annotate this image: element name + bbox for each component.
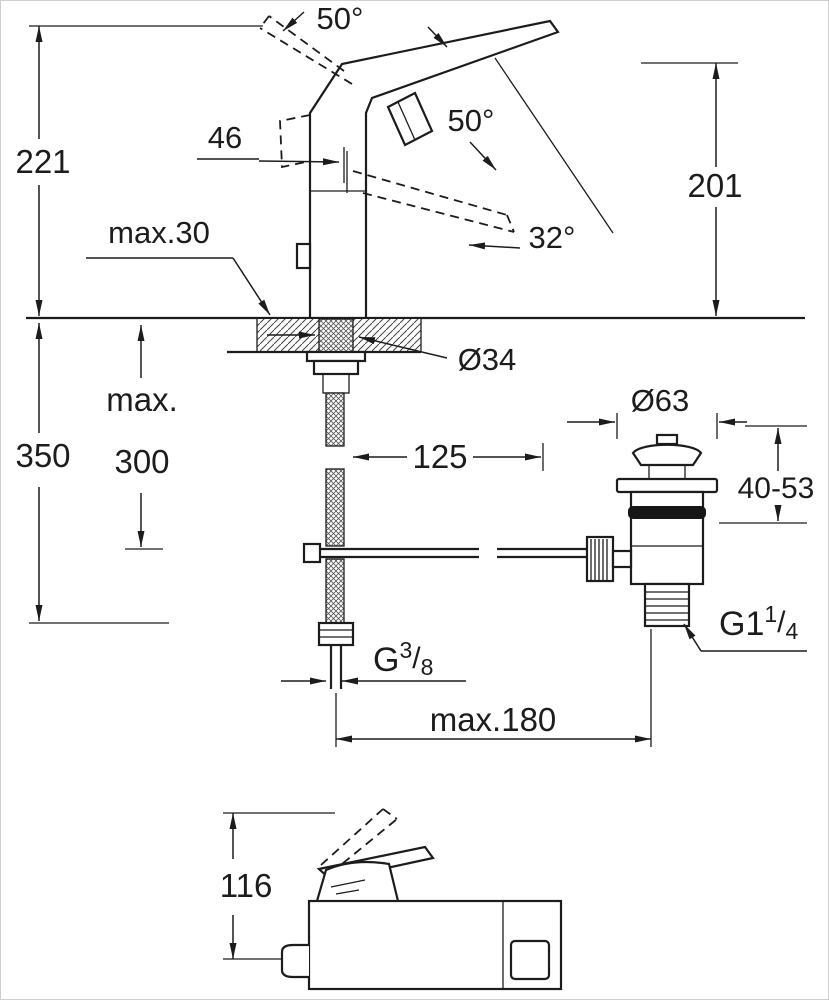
dimension-116-lines xyxy=(223,812,335,960)
main-view xyxy=(26,11,807,747)
label-mounting-hole: Ø34 xyxy=(458,342,517,377)
waste-body xyxy=(629,490,705,586)
pop-up-rod xyxy=(302,542,587,564)
label-below-deck-300: 300 xyxy=(114,443,169,480)
side-handle-dashed xyxy=(320,808,398,874)
handle-swing-dashed xyxy=(259,15,353,169)
waste-thread-tail xyxy=(643,582,691,628)
side-view xyxy=(223,808,563,991)
o-ring-seal xyxy=(628,506,706,519)
side-tab xyxy=(295,242,312,270)
label-max-drain-distance: max.180 xyxy=(430,701,557,738)
label-max-word: max. xyxy=(106,381,178,418)
faucet-outline xyxy=(308,19,560,319)
extension-diagonal xyxy=(494,57,614,234)
aerator-outlet xyxy=(386,91,434,147)
label-rod-reach: 125 xyxy=(412,438,467,475)
side-spout-window xyxy=(509,939,551,981)
hose-thread-end xyxy=(329,645,343,689)
label-height-above-deck: 221 xyxy=(15,143,70,180)
faucet-body xyxy=(295,19,560,319)
label-below-deck-total: 350 xyxy=(15,437,70,474)
label-handle-offset: 46 xyxy=(208,120,242,155)
label-waste-flange: Ø63 xyxy=(631,383,690,418)
spout-swivel-dashed xyxy=(352,170,515,233)
label-handle-swing-side: 50° xyxy=(448,103,495,138)
supply-hose-assembly xyxy=(302,318,587,689)
label-waste-thread: G11/4 xyxy=(719,601,799,644)
label-supply-thread: G3/8 xyxy=(373,637,433,680)
side-outlet-port xyxy=(280,943,309,979)
label-side-height: 116 xyxy=(220,867,273,904)
label-handle-swing-top: 50° xyxy=(317,1,364,36)
waste-flange xyxy=(615,477,719,494)
label-waste-deck-range: 40-53 xyxy=(738,472,815,505)
drain-assembly xyxy=(585,433,719,628)
dimension-lines xyxy=(29,11,807,747)
hose-fitting xyxy=(317,621,355,647)
plug-dome xyxy=(631,443,703,467)
label-spout-height: 201 xyxy=(687,167,742,204)
label-spout-swivel: 32° xyxy=(529,220,576,255)
label-max-deck-thickness: max.30 xyxy=(108,215,210,250)
plug-button xyxy=(655,433,679,446)
countertop-section xyxy=(26,316,805,354)
labels: 50° 46 221 max.30 201 50° 32° Ø34 max. 3… xyxy=(12,1,818,908)
